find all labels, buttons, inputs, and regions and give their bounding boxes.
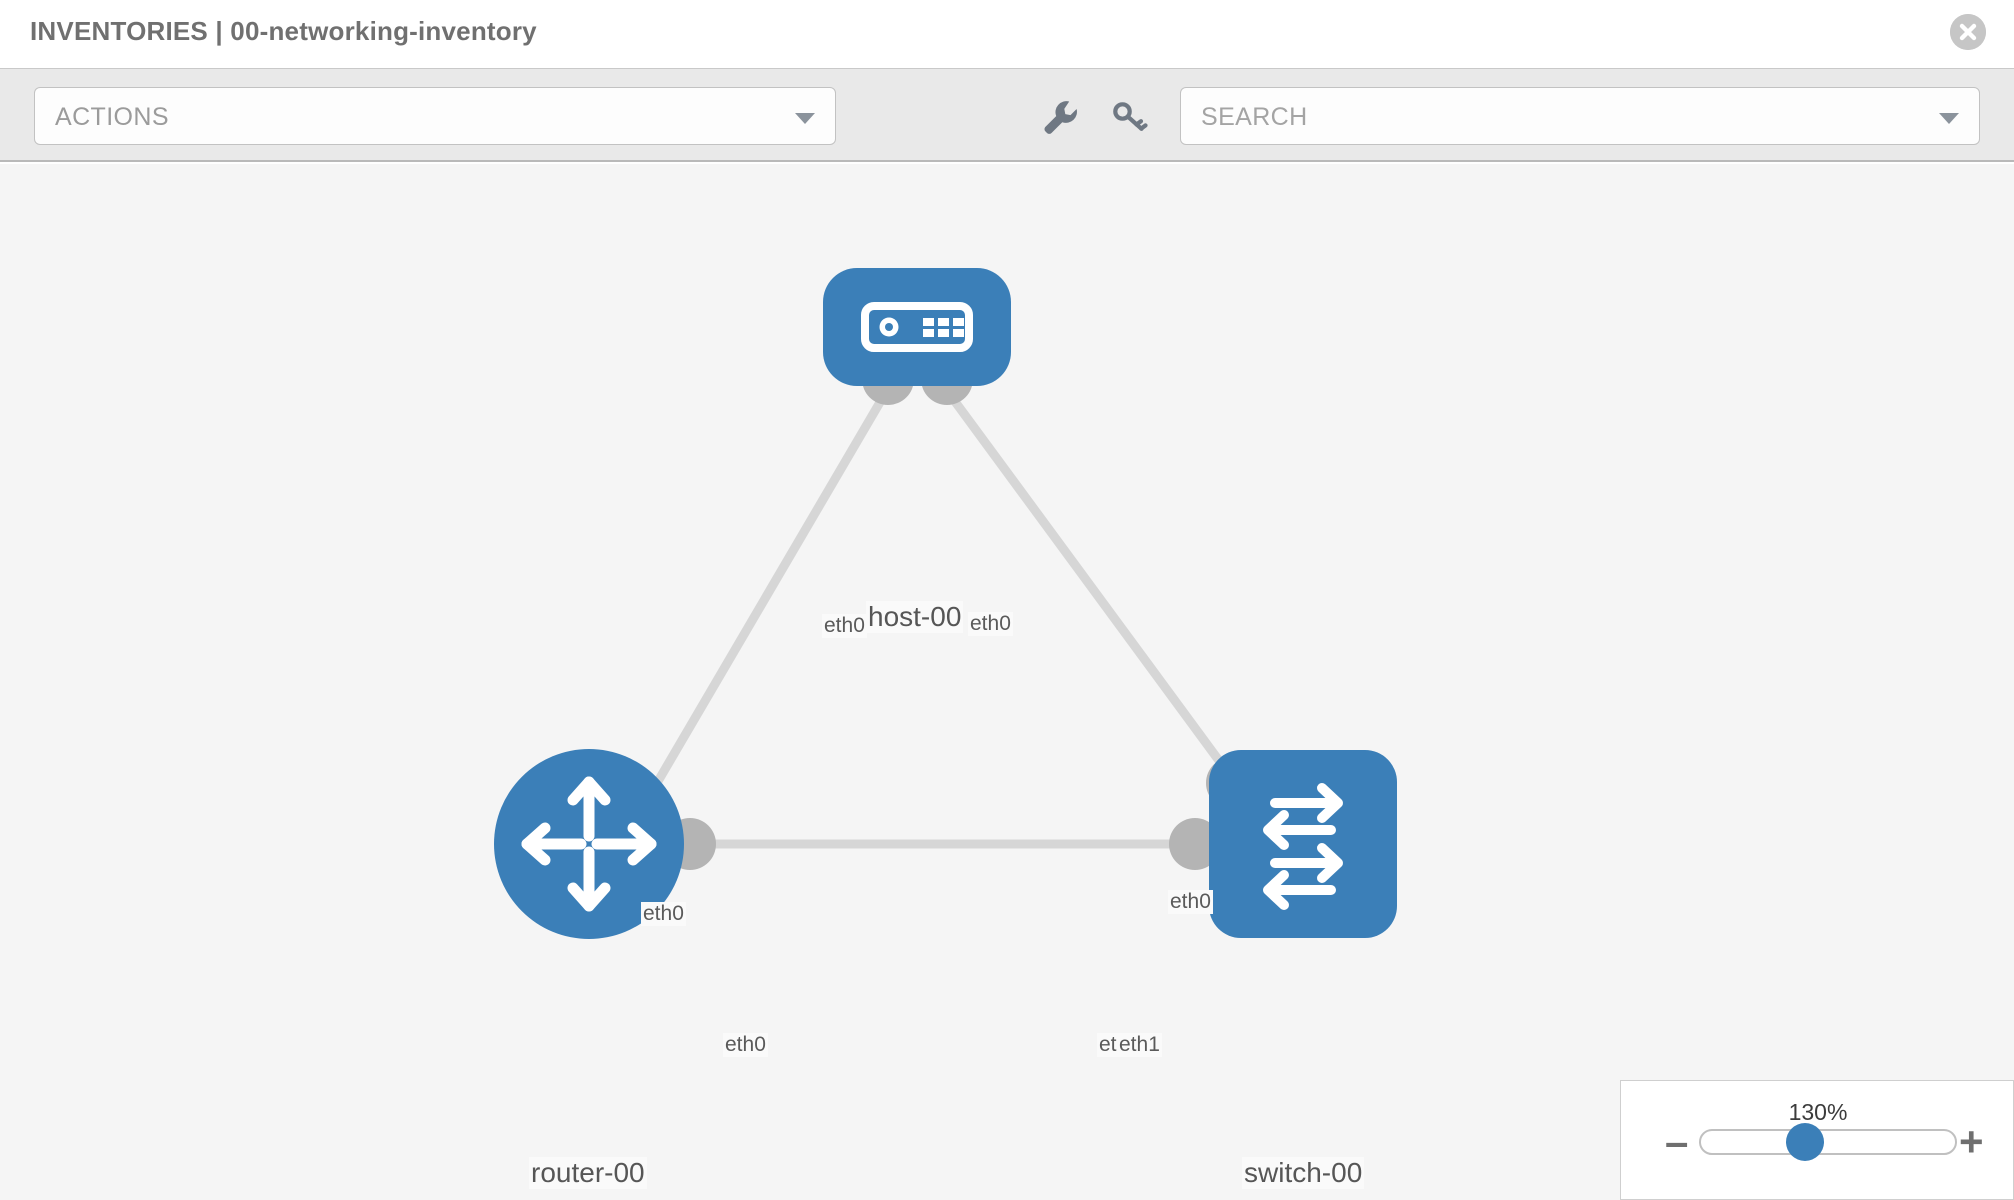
node-label-router-00: router-00: [529, 1157, 647, 1189]
key-icon[interactable]: [1108, 95, 1150, 137]
zoom-slider-track[interactable]: [1699, 1129, 1957, 1155]
port-label: eth0: [1168, 890, 1213, 914]
port-label: eth1: [1117, 1033, 1162, 1057]
topology-node-host-00: [823, 268, 1011, 386]
page-header: INVENTORIES | 00-networking-inventory: [0, 0, 2014, 68]
chevron-down-icon: [1939, 113, 1959, 124]
zoom-slider-thumb[interactable]: [1786, 1123, 1824, 1161]
search-input[interactable]: SEARCH: [1180, 87, 1980, 145]
zoom-level-label: 130%: [1788, 1099, 1848, 1125]
port-label: eth0: [723, 1033, 768, 1057]
node-label-switch-00: switch-00: [1242, 1157, 1365, 1189]
chevron-down-icon: [795, 113, 815, 124]
actions-dropdown-label: ACTIONS: [55, 103, 169, 131]
page-title: INVENTORIES | 00-networking-inventory: [30, 16, 537, 46]
search-placeholder: SEARCH: [1201, 103, 1308, 131]
port-label: eth0: [968, 612, 1013, 636]
toolbar: ACTIONS SEARCH: [0, 68, 2014, 162]
topology-canvas[interactable]: host-00 router-00 switch-00 eth0 eth0 et…: [0, 164, 2014, 1200]
topology-node-router-00: [494, 749, 684, 939]
topology-edges: [636, 389, 1249, 849]
port-label: eth0: [641, 902, 686, 926]
wrench-icon[interactable]: [1038, 95, 1080, 137]
zoom-out-button[interactable]: –: [1665, 1118, 1689, 1165]
zoom-in-button[interactable]: +: [1959, 1118, 1984, 1165]
actions-dropdown[interactable]: ACTIONS: [34, 87, 836, 145]
topology-node-switch-00: [1209, 750, 1397, 938]
zoom-control: 130% – +: [1620, 1080, 2014, 1200]
port-label: eth0: [822, 614, 867, 638]
close-icon[interactable]: [1950, 14, 1986, 50]
node-label-host-00: host-00: [866, 601, 964, 633]
